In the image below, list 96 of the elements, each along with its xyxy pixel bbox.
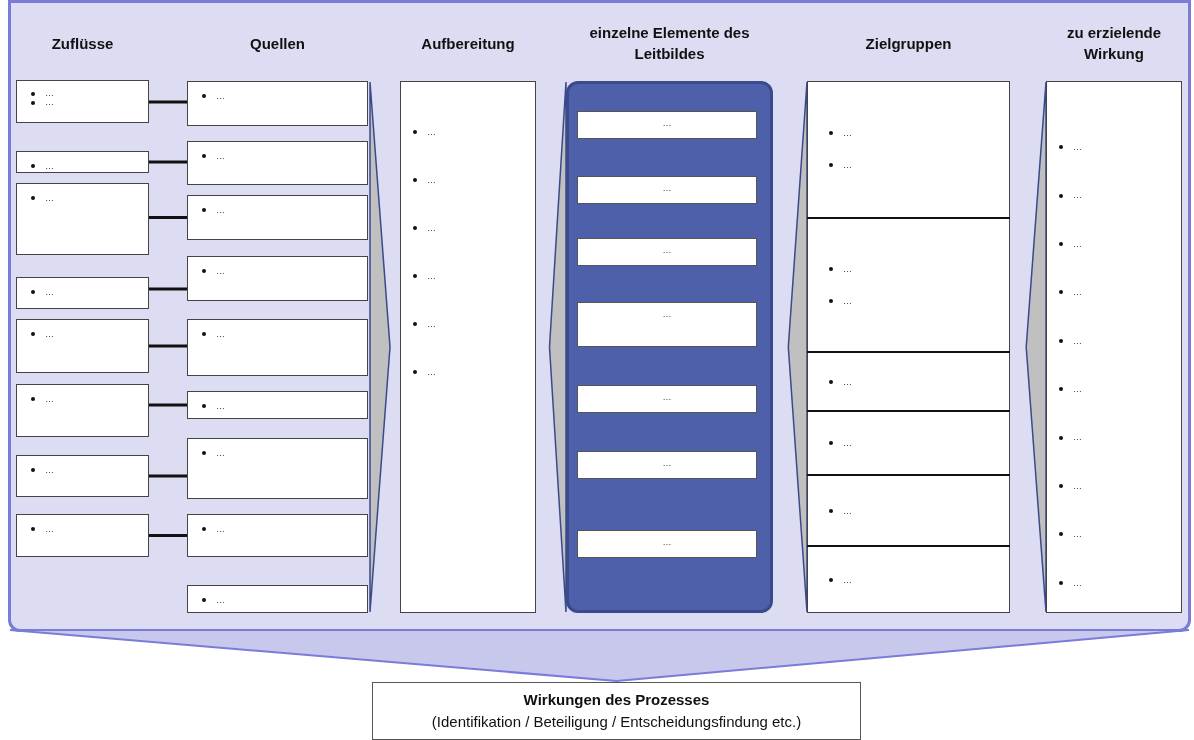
text-box	[187, 81, 368, 126]
list-item-text: …	[1073, 238, 1082, 249]
column-heading: Zielgruppen	[864, 33, 953, 54]
text-box	[16, 514, 149, 557]
list-item-text: …	[45, 88, 54, 98]
text-box	[16, 151, 149, 173]
list-item-text: …	[45, 97, 54, 107]
list-item-text: …	[843, 264, 852, 274]
column-heading: Quellen	[249, 33, 306, 54]
list-item-text: …	[216, 266, 225, 276]
connector-line	[149, 344, 187, 348]
text-box	[187, 141, 368, 185]
chevron-arrow	[548, 81, 567, 613]
list-item-text: …	[216, 151, 225, 161]
connector-line	[149, 534, 187, 537]
list-item-text: …	[427, 367, 436, 377]
text-box	[187, 195, 368, 240]
text-box	[187, 391, 368, 419]
item-text: …	[661, 245, 673, 255]
list-item-text: …	[1073, 190, 1082, 201]
list-item-text: …	[216, 524, 225, 534]
connector-line	[149, 287, 187, 291]
list-item-text: …	[843, 575, 852, 585]
text-box	[577, 238, 757, 266]
list-item-text: …	[843, 296, 852, 306]
list-item-text: …	[1073, 142, 1082, 152]
text-box	[187, 438, 368, 499]
text-box	[372, 682, 861, 740]
text-box	[577, 302, 757, 347]
list-item-text: …	[216, 205, 225, 215]
list-item-text: …	[843, 128, 852, 138]
column-heading: zu erzielende Wirkung	[1065, 23, 1163, 64]
list-item-text: …	[427, 175, 436, 185]
text-box	[16, 455, 149, 497]
list-item-text: …	[45, 329, 54, 339]
list-item-text: …	[427, 223, 436, 233]
text-box	[577, 530, 757, 558]
list-item-text: …	[843, 438, 852, 448]
text-box	[577, 451, 757, 479]
item-text: …	[661, 537, 673, 547]
list-item-text: …	[45, 193, 54, 203]
box-subtitle: (Identifikation / Beteiligung / Entscheidungsfindung etc.)	[431, 712, 802, 732]
funnel-arrow	[9, 629, 1190, 682]
text-box	[16, 319, 149, 373]
item-text: …	[661, 458, 673, 468]
text-box	[577, 111, 757, 139]
list-item-text: …	[45, 161, 54, 171]
text-box	[187, 514, 368, 557]
list-item-text: …	[1073, 287, 1082, 298]
chevron-arrow	[787, 81, 808, 613]
connector-line	[149, 160, 187, 164]
background-panel	[8, 0, 1191, 632]
list-item-text: …	[1073, 432, 1082, 443]
list-item-text: …	[1073, 480, 1082, 491]
text-box	[187, 319, 368, 376]
connector-line	[149, 100, 187, 104]
list-item-text: …	[427, 271, 436, 281]
chevron-arrow	[369, 81, 391, 613]
text-box	[577, 176, 757, 204]
list-item-text: …	[216, 91, 225, 101]
item-text: …	[661, 309, 673, 319]
list-item-text: …	[1073, 383, 1082, 394]
list-item-text: …	[843, 505, 852, 516]
list-item-text: …	[1073, 577, 1082, 588]
list-item-text: …	[45, 287, 54, 297]
connector-line	[149, 474, 187, 478]
column-heading: einzelne Elemente des Leitbildes	[588, 23, 751, 64]
connector-line	[149, 403, 187, 407]
list-item-text: …	[216, 329, 225, 339]
list-item-text: …	[45, 524, 54, 534]
text-box	[16, 183, 149, 255]
list-item-text: …	[843, 376, 852, 387]
column-heading: Aufbereitung	[420, 33, 516, 54]
chevron-arrow	[1025, 81, 1047, 613]
text-box	[16, 384, 149, 437]
list-item-text: …	[1073, 335, 1082, 346]
list-item-text: …	[427, 319, 436, 329]
list-item-text: …	[216, 448, 225, 458]
list-item-text: …	[427, 127, 436, 137]
connector-line	[149, 216, 187, 219]
list-item-text: …	[45, 394, 54, 404]
item-text: …	[661, 392, 673, 402]
text-box	[187, 256, 368, 301]
column-heading: Zuflüsse	[50, 33, 115, 54]
text-box	[187, 585, 368, 613]
text-box	[16, 80, 149, 123]
list-item-text: …	[216, 401, 225, 411]
text-box	[16, 277, 149, 309]
item-text: …	[661, 183, 673, 193]
list-item-text: …	[216, 595, 225, 605]
list-item-text: …	[843, 160, 852, 170]
item-text: …	[661, 118, 673, 128]
box-title: Wirkungen des Prozesses	[523, 690, 710, 710]
list-item-text: …	[45, 465, 54, 475]
text-box	[577, 385, 757, 413]
list-item-text: …	[1073, 529, 1082, 540]
